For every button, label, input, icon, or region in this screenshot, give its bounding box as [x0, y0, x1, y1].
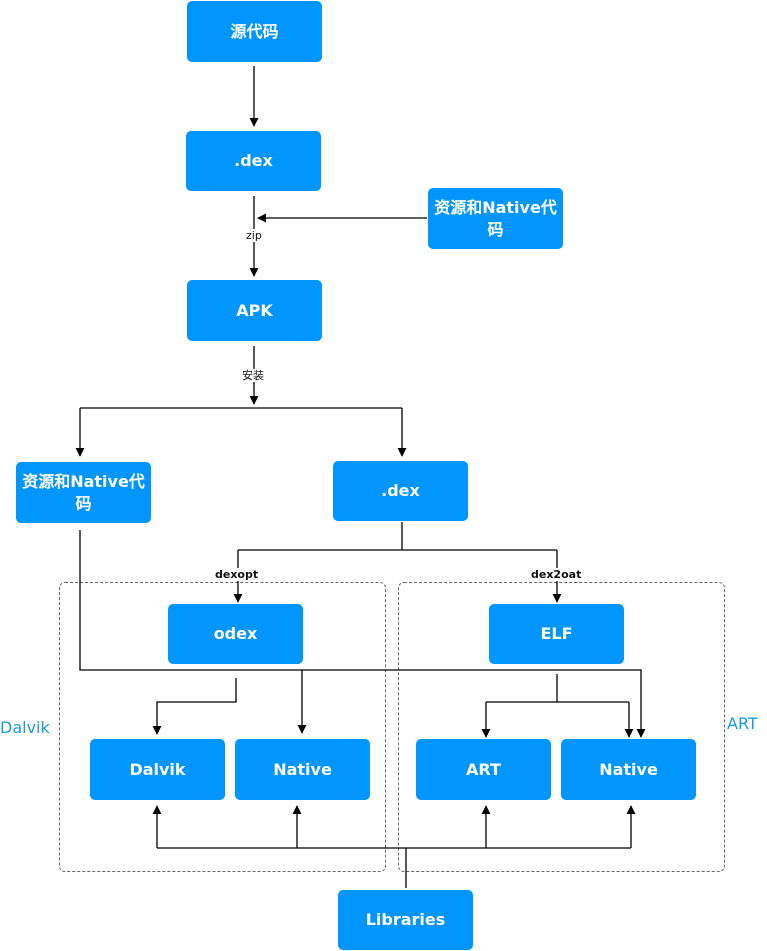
source-code-node: 源代码: [187, 1, 322, 62]
native-dalvik-node: Native: [235, 739, 370, 800]
dalvik-node: Dalvik: [90, 739, 225, 800]
art-group-label: ART: [727, 714, 758, 733]
native-art-node: Native: [561, 739, 696, 800]
edge-resources-long: [79, 530, 646, 738]
libraries-node: Libraries: [338, 890, 473, 950]
edge-odex-to-dalvik: [152, 678, 237, 735]
dex-top-node: .dex: [186, 131, 321, 191]
resources-native-top-node: 资源和Native代码: [428, 188, 563, 249]
edge-label-dexopt: dexopt: [214, 568, 260, 581]
edge-label-install: 安装: [241, 369, 265, 382]
resources-native-left-node: 资源和Native代码: [16, 462, 151, 523]
apk-node: APK: [187, 280, 322, 341]
dex-mid-node: .dex: [333, 461, 468, 521]
dalvik-group-label: Dalvik: [0, 718, 50, 737]
art-group-box: [398, 582, 725, 872]
edge-label-zip: zip: [245, 229, 263, 242]
edge-label-dex2oat: dex2oat: [530, 568, 583, 581]
art-node: ART: [416, 739, 551, 800]
elf-node: ELF: [489, 604, 624, 664]
odex-node: odex: [168, 604, 303, 664]
dalvik-group-box: [59, 582, 386, 872]
